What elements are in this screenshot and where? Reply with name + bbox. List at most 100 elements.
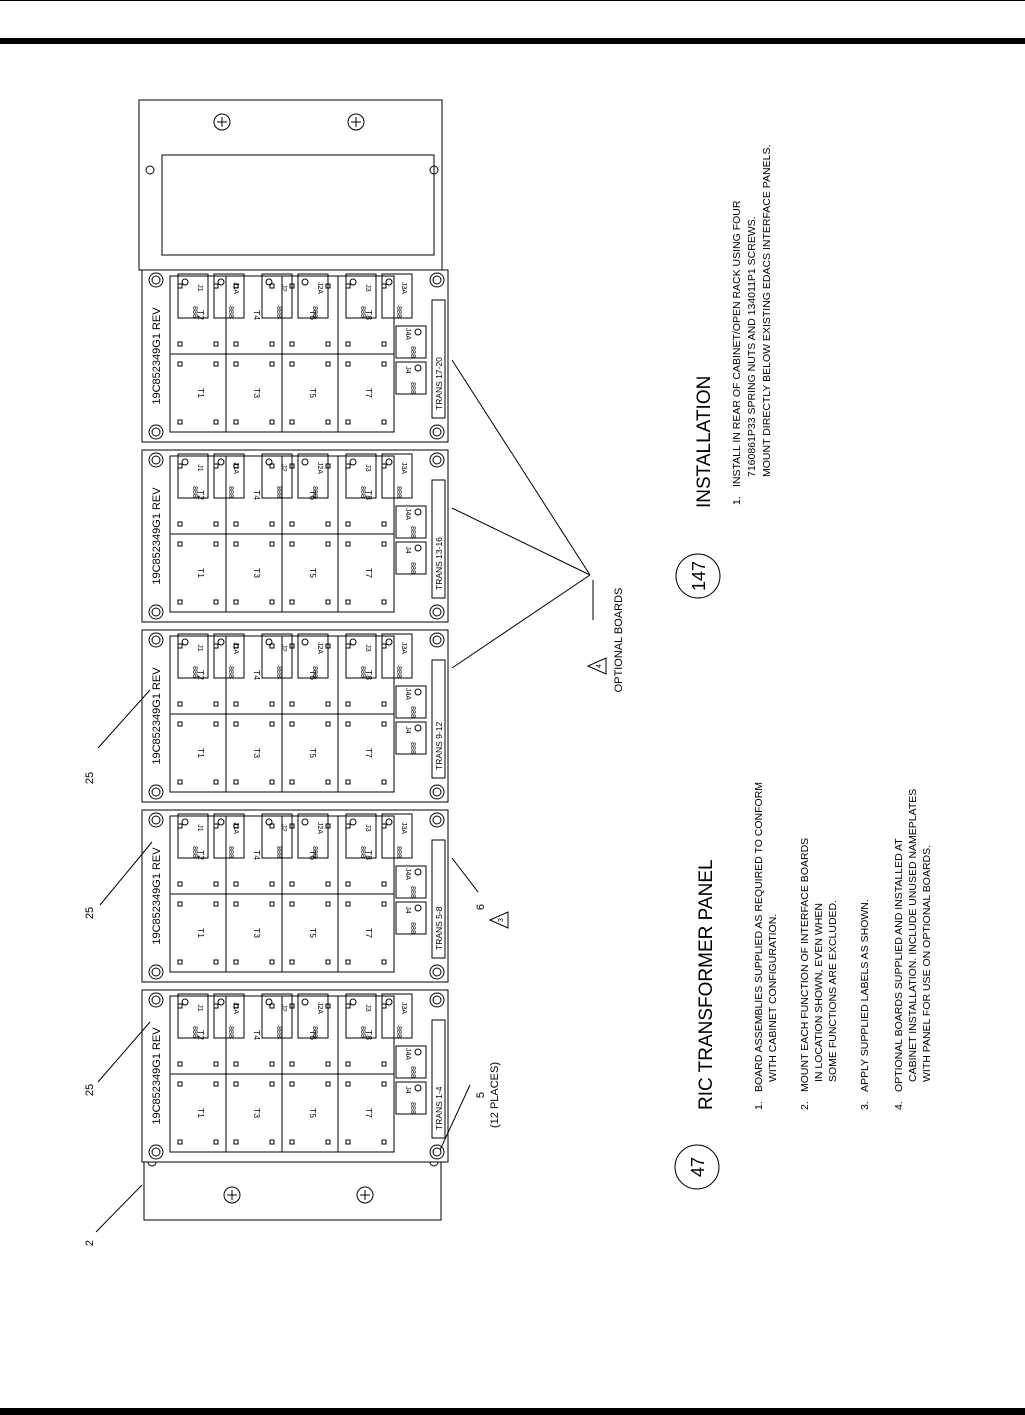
- callout-6: 6: [475, 904, 487, 910]
- transformer-pin: [289, 599, 295, 605]
- transformer-pin: [381, 341, 387, 347]
- section-circle: [675, 553, 721, 599]
- jack-latch: [414, 688, 422, 696]
- jack-latch: [217, 818, 225, 826]
- note-line: MOUNT EACH FUNCTION OF INTERFACE BOARDS: [799, 838, 811, 1092]
- jack-latch: [301, 638, 309, 646]
- transformer-pin: [289, 701, 295, 707]
- jack-connector: [213, 633, 245, 679]
- jack-latch: [414, 904, 422, 912]
- rack-screw: [356, 1186, 374, 1204]
- jack-label: J1A: [232, 462, 239, 474]
- transformer-label: T4: [252, 1030, 262, 1040]
- transformer-pin: [233, 721, 239, 727]
- mounting-screw: [429, 964, 445, 980]
- transformer-pin: [345, 361, 351, 367]
- leader-line: [97, 1021, 151, 1083]
- jack-pins: 888: [395, 1026, 402, 1038]
- mounting-screw-inner: [432, 1147, 442, 1157]
- transformer-pin: [269, 1003, 275, 1009]
- jack-label: J2A: [316, 462, 323, 474]
- transformer-label: T3: [252, 1108, 262, 1118]
- transformer-pin: [213, 779, 219, 785]
- transformer-pin: [381, 881, 387, 887]
- jack-connector: [381, 813, 413, 859]
- jack-pins: 888: [359, 846, 366, 858]
- jack-pins: 888: [311, 1026, 318, 1038]
- transformer-label: T7: [364, 748, 374, 758]
- jack-label: J3A: [400, 1002, 407, 1014]
- transformer-label: T1: [196, 928, 206, 938]
- callout-2: 2: [84, 1240, 96, 1246]
- transformer-pin: [269, 701, 275, 707]
- transformer-pin: [177, 959, 183, 965]
- jack-connector: [297, 453, 329, 499]
- transformer-pin: [177, 419, 183, 425]
- transformer-pin: [213, 881, 219, 887]
- jack-label: J2: [280, 464, 287, 472]
- transformer-pin: [233, 779, 239, 785]
- transformer-label: T5: [308, 1108, 318, 1118]
- note-number: 2.: [799, 1101, 811, 1110]
- transformer-pin: [289, 521, 295, 527]
- callout-5-sub: (12 PLACES): [489, 1062, 501, 1128]
- jack-latch: [217, 998, 225, 1006]
- panel-hole: [429, 165, 439, 175]
- mounting-screw-inner: [151, 427, 161, 437]
- triangle-marker: [586, 657, 607, 675]
- jack-pins: 888: [191, 846, 198, 858]
- jack-latch: [414, 544, 422, 552]
- jack-latch: [217, 458, 225, 466]
- jack-latch: [414, 328, 422, 336]
- transformer-pin: [325, 901, 331, 907]
- transformer-label: T6: [308, 490, 318, 500]
- note-line: IN LOCATION SHOWN, EVEN WHEN: [813, 903, 825, 1082]
- transformer-pin: [381, 521, 387, 527]
- transformer-pin: [233, 463, 239, 469]
- mounting-screw-inner: [151, 455, 161, 465]
- mounting-screw-inner: [432, 815, 442, 825]
- jack-connector: [297, 813, 329, 859]
- transformer-pin: [233, 599, 239, 605]
- mounting-screw: [148, 784, 164, 800]
- transformer-pin: [289, 1139, 295, 1145]
- transformer-pin: [381, 701, 387, 707]
- mounting-screw-inner: [432, 427, 442, 437]
- transformer-pin: [269, 779, 275, 785]
- bottom-thick-rule: [0, 1408, 1025, 1415]
- leader-line: [439, 1084, 471, 1151]
- transformer-pin: [269, 1061, 275, 1067]
- jack-latch: [385, 998, 393, 1006]
- transformer-label: T7: [364, 928, 374, 938]
- transformer-label: T8: [364, 670, 374, 680]
- jack-pins: 888: [409, 562, 416, 574]
- note-line: CABINET INSTALLATION. INCLUDE UNUSED NAM…: [907, 789, 919, 1082]
- transformer-pin: [325, 341, 331, 347]
- jack-connector: [395, 901, 427, 935]
- transformer-pin: [345, 599, 351, 605]
- transformer-pin: [213, 521, 219, 527]
- leader-line: [451, 359, 591, 576]
- trans-label-text: TRANS 1-4: [434, 1086, 444, 1130]
- transformer-label: T8: [364, 490, 374, 500]
- jack-pins: 888: [359, 486, 366, 498]
- jack-pins: 888: [395, 846, 402, 858]
- jack-label: J1A: [232, 282, 239, 294]
- transformer-pin: [269, 1139, 275, 1145]
- leader-line: [451, 507, 591, 576]
- note-line: WITH PANEL FOR USE ON OPTIONAL BOARDS.: [921, 845, 933, 1082]
- transformer-label: T3: [252, 928, 262, 938]
- transformer-pin: [345, 1081, 351, 1087]
- trans-label-plate: [431, 839, 446, 959]
- transformer-pin: [233, 881, 239, 887]
- mounting-screw: [148, 812, 164, 828]
- jack-connector: [395, 1081, 427, 1115]
- jack-pins: 888: [395, 306, 402, 318]
- jack-latch: [414, 508, 422, 516]
- board-part-number: 19C852349G1 REV: [151, 487, 163, 585]
- jack-pins: 888: [409, 526, 416, 538]
- board-part-number: 19C852349G1 REV: [151, 667, 163, 765]
- transformer-pin: [325, 521, 331, 527]
- mounting-screw: [429, 812, 445, 828]
